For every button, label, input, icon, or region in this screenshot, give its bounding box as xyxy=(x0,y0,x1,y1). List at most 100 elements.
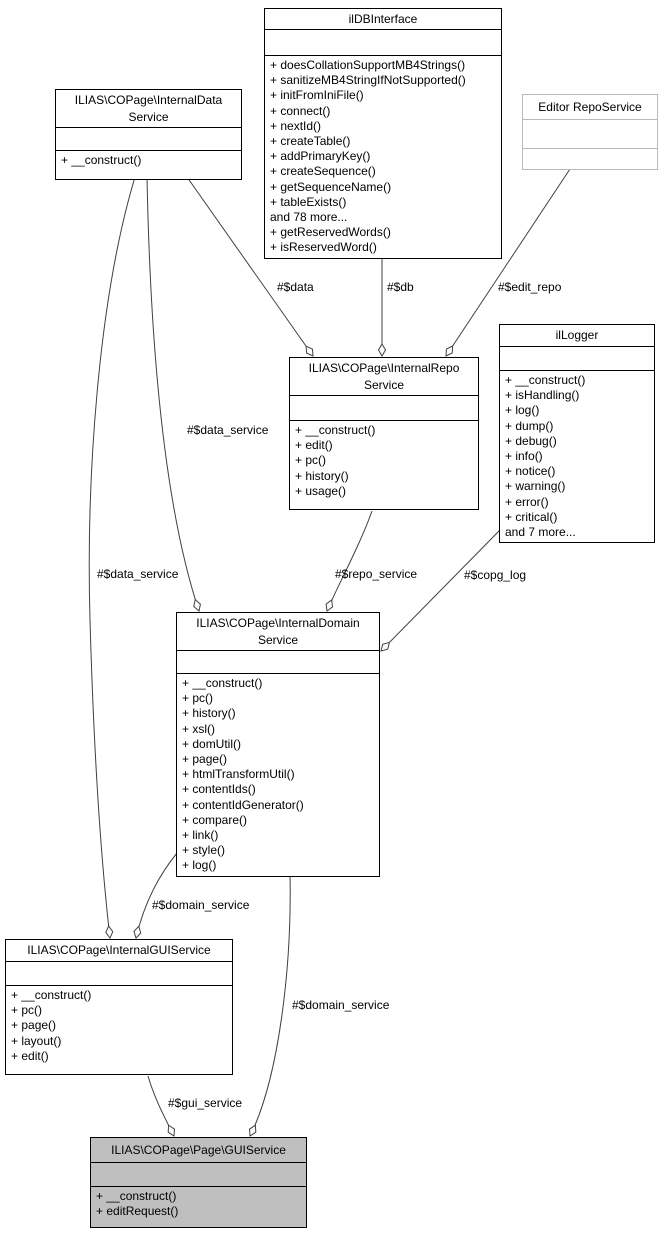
method-line: + history() xyxy=(182,706,236,721)
class-title: ilLogger xyxy=(500,325,654,347)
method-line: + history() xyxy=(295,468,349,483)
edge-label-copg-log: #$copg_log xyxy=(464,568,527,582)
method-line: and 7 more... xyxy=(505,525,576,540)
class-name: ilLogger xyxy=(555,328,599,342)
class-box-internal-repo-service[interactable]: ILIAS\COPage\InternalRepo Service + __co… xyxy=(289,357,479,510)
class-methods: + doesCollationSupportMB4Strings() + san… xyxy=(265,56,501,258)
edge-edit-repo xyxy=(445,168,571,357)
class-name: ILIAS\COPage\InternalGUIService xyxy=(27,943,211,957)
method-line: + log() xyxy=(505,403,540,418)
method-line: + pc() xyxy=(11,1003,43,1018)
method-line: + initFromIniFile() xyxy=(270,88,364,103)
method-line: and 78 more... xyxy=(270,210,348,225)
method-line: + page() xyxy=(182,752,228,767)
class-title: ILIAS\COPage\Page\GUIService xyxy=(91,1138,306,1163)
method-line: + notice() xyxy=(505,464,556,479)
class-box-illogger[interactable]: ilLogger + __construct() + isHandling() … xyxy=(499,324,655,544)
class-box-internal-data-service[interactable]: ILIAS\COPage\InternalData Service + __co… xyxy=(55,89,242,180)
method-line: + compare() xyxy=(182,812,248,827)
method-line: + isReservedWord() xyxy=(270,240,377,255)
method-line: + editRequest() xyxy=(96,1204,179,1219)
method-line: + getSequenceName() xyxy=(270,179,392,194)
method-line: + link() xyxy=(182,828,219,843)
edge-data-service-gui xyxy=(88,176,136,939)
class-name: ILIAS\COPage\InternalRepo xyxy=(308,360,460,375)
method-line: + style() xyxy=(182,843,226,858)
class-title: ilDBInterface xyxy=(265,9,501,30)
method-line: + warning() xyxy=(505,479,566,494)
class-title: ILIAS\COPage\InternalDomain Service xyxy=(177,613,379,651)
method-line: + xsl() xyxy=(182,721,215,736)
class-box-internal-domain-service[interactable]: ILIAS\COPage\InternalDomain Service + __… xyxy=(176,612,380,877)
method-line: + dump() xyxy=(505,418,554,433)
edge-data-service-domain xyxy=(146,176,201,612)
edge-data xyxy=(186,176,314,357)
class-attributes xyxy=(177,651,379,674)
edge-domain-service-page xyxy=(249,873,291,1137)
class-box-page-gui-service[interactable]: ILIAS\COPage\Page\GUIService + __constru… xyxy=(90,1137,307,1228)
method-line: + nextId() xyxy=(270,118,322,133)
class-methods: + __construct() + pc() + history() + xsl… xyxy=(177,674,379,876)
method-line: + layout() xyxy=(11,1033,62,1048)
method-line: + edit() xyxy=(11,1048,49,1063)
class-methods: + __construct() + isHandling() + log() +… xyxy=(500,371,654,542)
method-line: + __construct() xyxy=(182,676,263,690)
method-line: + page() xyxy=(11,1018,57,1033)
edge-label-gui-service: #$gui_service xyxy=(168,1096,243,1110)
class-methods: + __construct() + pc() + page() + layout… xyxy=(6,986,232,1074)
method-line: + __construct() xyxy=(11,988,92,1002)
edge-label-data-service-gui: #$data_service xyxy=(97,567,179,581)
method-line: + htmlTransformUtil() xyxy=(182,767,295,782)
method-line: + error() xyxy=(505,494,549,509)
class-name: ILIAS\COPage\InternalData xyxy=(74,92,223,107)
method-line: + edit() xyxy=(295,438,333,453)
edge-repo-service xyxy=(325,510,373,612)
method-line: + __construct() xyxy=(295,423,376,437)
class-box-ildbinterface[interactable]: ilDBInterface + doesCollationSupportMB4S… xyxy=(264,8,502,259)
class-name: Service xyxy=(257,632,298,647)
class-methods xyxy=(523,149,657,169)
method-line: + sanitizeMB4StringIfNotSupported() xyxy=(270,73,466,88)
method-line: + connect() xyxy=(270,103,331,118)
class-box-internal-gui-service[interactable]: ILIAS\COPage\InternalGUIService + __cons… xyxy=(5,939,233,1075)
method-line: + usage() xyxy=(295,483,347,498)
class-methods: + __construct() + edit() + pc() + histor… xyxy=(290,421,478,509)
edge-label-domain-service-gui: #$domain_service xyxy=(152,898,250,912)
class-name: ilDBInterface xyxy=(348,11,418,26)
method-line: + pc() xyxy=(182,691,214,706)
edge-label-domain-service-page: #$domain_service xyxy=(292,998,390,1012)
edge-label-data-service-domain: #$data_service xyxy=(187,423,269,437)
class-name: Service xyxy=(363,377,404,392)
class-title: ILIAS\COPage\InternalData Service xyxy=(56,90,241,128)
class-attributes xyxy=(56,128,241,151)
method-line: + tableExists() xyxy=(270,194,347,209)
method-line: + __construct() xyxy=(96,1189,177,1203)
method-line: + doesCollationSupportMB4Strings() xyxy=(270,58,466,72)
class-attributes xyxy=(290,396,478,421)
class-methods: + __construct() xyxy=(56,151,241,179)
method-line: + addPrimaryKey() xyxy=(270,149,371,164)
class-attributes xyxy=(6,962,232,986)
edge-gui-service xyxy=(147,1075,175,1137)
class-methods: + __construct() + editRequest() xyxy=(91,1187,306,1227)
method-line: + contentIdGenerator() xyxy=(182,797,304,812)
class-name: ILIAS\COPage\Page\GUIService xyxy=(111,1142,286,1157)
method-line: + debug() xyxy=(505,433,557,448)
method-line: + createSequence() xyxy=(270,164,376,179)
method-line: + pc() xyxy=(295,453,327,468)
method-line: + info() xyxy=(505,449,543,464)
method-line: + __construct() xyxy=(505,373,586,387)
edge-label-db: #$db xyxy=(387,280,414,294)
class-box-editor-repo-service[interactable]: Editor RepoService xyxy=(522,94,658,170)
class-attributes xyxy=(91,1163,306,1187)
class-title: Editor RepoService xyxy=(523,95,657,120)
method-line: + createTable() xyxy=(270,134,351,149)
class-name: Service xyxy=(128,109,169,124)
method-line: + getReservedWords() xyxy=(270,225,391,240)
edge-label-edit-repo: #$edit_repo xyxy=(498,280,562,294)
class-name: Editor RepoService xyxy=(538,99,642,114)
class-attributes xyxy=(500,347,654,371)
method-line: + __construct() xyxy=(61,153,142,167)
